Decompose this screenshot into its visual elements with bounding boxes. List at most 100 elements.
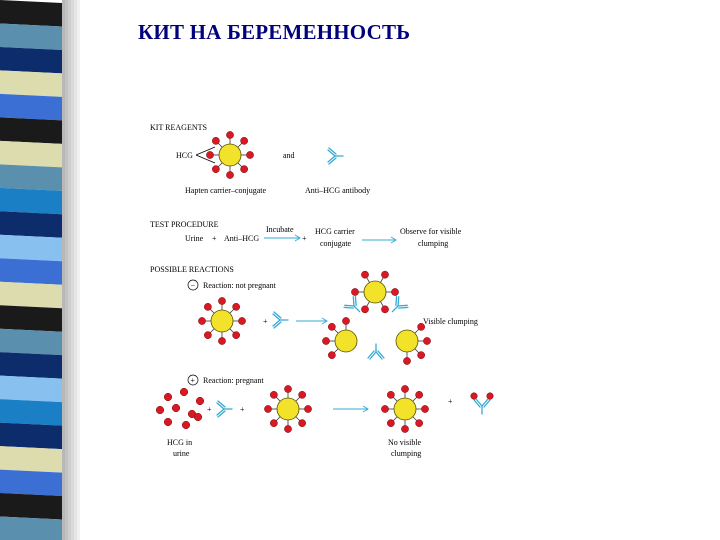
stripe-segment xyxy=(0,187,62,215)
arrow-head xyxy=(362,405,369,413)
hcg-dot xyxy=(163,417,173,427)
antibody-arm xyxy=(354,295,357,306)
antibody-arm xyxy=(367,350,375,359)
hcg-dot xyxy=(193,412,203,422)
hcg-pointer-line-1 xyxy=(195,146,216,156)
antibody-arm xyxy=(398,306,409,309)
plus-sign-6: + xyxy=(240,405,245,414)
hapten-dot xyxy=(361,305,369,314)
antibody-arm xyxy=(397,304,408,307)
anti-hcg-antibody-icon xyxy=(327,147,344,165)
hapten-dot xyxy=(212,137,220,145)
hcg-in-urine-label-1: HCG in xyxy=(167,438,192,447)
possible-reactions-heading: POSSIBLE REACTIONS xyxy=(150,265,234,274)
stripe-shadow xyxy=(74,0,77,540)
hapten-dot xyxy=(204,331,212,339)
hcg-dot xyxy=(155,405,165,415)
stripe-segment xyxy=(0,140,62,168)
bound-hcg-dot xyxy=(470,392,478,400)
antibody-shape xyxy=(470,392,494,415)
stripe-segment xyxy=(0,375,62,403)
incubate-label: Incubate xyxy=(266,225,294,234)
hcg-dot xyxy=(179,387,189,397)
antibody-arm xyxy=(327,155,336,163)
carrier-circle xyxy=(334,329,358,353)
stripe-segment xyxy=(0,516,62,540)
clump-antibody-2 xyxy=(391,295,409,313)
pregnant-label: Reaction: pregnant xyxy=(203,376,264,385)
clump-molecule-right xyxy=(395,323,431,365)
no-visible-label-1: No visible xyxy=(388,438,422,447)
hapten-dot xyxy=(415,419,423,427)
hapten-dot xyxy=(284,385,292,393)
antibody-arm xyxy=(375,351,383,360)
minus-circle-icon xyxy=(187,279,199,291)
minus-sign: − xyxy=(191,281,196,290)
antibody-arm xyxy=(328,147,337,155)
antibody-arm xyxy=(352,296,355,307)
stripe-segment xyxy=(0,281,62,309)
hapten-dot xyxy=(226,131,234,139)
hapten-dot xyxy=(238,317,246,325)
hcg-carrier-label-2: conjugate xyxy=(320,239,352,248)
stripe-segment xyxy=(0,328,62,356)
hapten-dot xyxy=(226,171,234,179)
test-procedure-heading: TEST PROCEDURE xyxy=(150,220,219,229)
hapten-dot xyxy=(218,337,226,345)
hapten-dot xyxy=(212,165,220,173)
clump-molecule-top xyxy=(351,270,399,314)
hapten-dot xyxy=(298,391,306,399)
antibody-arm xyxy=(344,304,355,307)
antibody-stem xyxy=(391,305,399,313)
hapten-dot xyxy=(232,331,240,339)
conjugate-molecule-left xyxy=(198,297,246,345)
antibody-arm xyxy=(397,296,400,307)
plus-circle-icon xyxy=(187,374,199,386)
stripe-shadow xyxy=(71,0,74,540)
observe-label-1: Observe for visible xyxy=(400,227,462,236)
hapten-dot xyxy=(387,391,395,399)
antibody-arm xyxy=(473,399,481,408)
clumping-arrow xyxy=(296,317,328,325)
conjugate-molecule-pregnant-left xyxy=(264,385,312,433)
stripe-segment xyxy=(0,469,62,497)
plus-sign-4: + xyxy=(191,376,196,385)
stripe-segment xyxy=(0,305,62,332)
antibody-arm xyxy=(475,398,483,407)
stripe-segment xyxy=(0,211,62,238)
stripe-segment xyxy=(0,234,62,262)
antibody-shape xyxy=(327,147,344,165)
hapten-dot xyxy=(304,405,312,413)
hapten-dot xyxy=(284,425,292,433)
antibody-shape xyxy=(216,400,233,418)
stripe-segment xyxy=(0,258,62,285)
anti-hcg-label: Anti–HCG xyxy=(224,234,259,243)
stripe-segment xyxy=(0,93,62,121)
incubate-arrow xyxy=(264,234,301,242)
carrier-circle xyxy=(276,397,300,421)
carrier-circle xyxy=(393,397,417,421)
hapten-dot xyxy=(423,337,431,345)
antibody-arm xyxy=(272,319,281,327)
hapten-dot xyxy=(322,337,330,345)
stripe-shadow xyxy=(65,0,68,540)
hapten-dot xyxy=(361,270,369,279)
carrier-circle xyxy=(218,143,242,167)
antibody-arm xyxy=(273,321,282,329)
stripe-segment xyxy=(0,23,62,50)
antibody-arm xyxy=(328,157,337,165)
antibody-arm xyxy=(327,149,336,157)
stripe-segment xyxy=(0,446,62,473)
hcg-dot xyxy=(171,403,181,413)
hapten-dot xyxy=(391,288,399,296)
hapten-dot xyxy=(415,391,423,399)
hapten-dot xyxy=(328,351,336,359)
plus-sign-5: + xyxy=(207,405,212,414)
hapten-dot xyxy=(401,385,409,393)
antibody-arm xyxy=(217,400,226,408)
arrow-head xyxy=(321,317,328,325)
stripe-segment xyxy=(0,46,62,74)
hapten-carrier-conjugate-molecule xyxy=(206,131,254,179)
hapten-dot xyxy=(421,405,429,413)
visible-clumping-label: Visible clumping xyxy=(423,317,478,326)
